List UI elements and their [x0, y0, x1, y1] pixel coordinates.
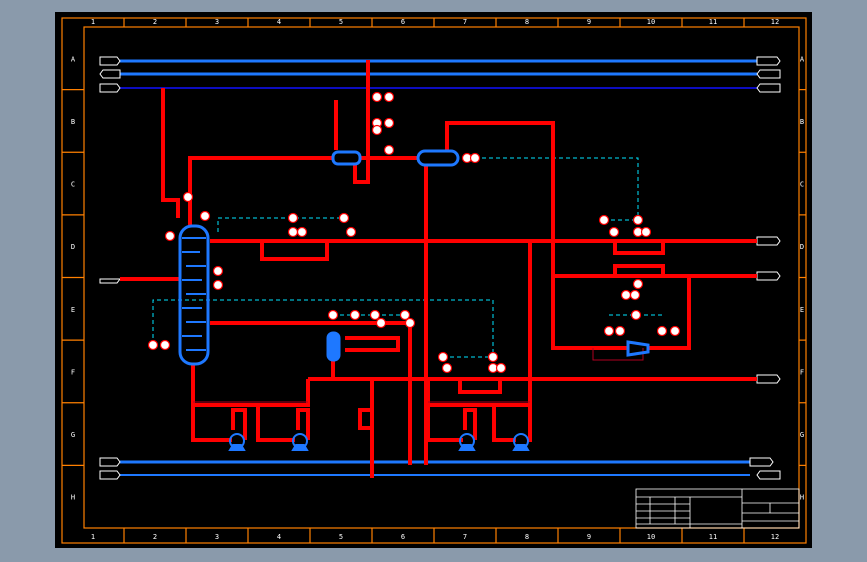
instrument-bubble[interactable] — [632, 214, 644, 226]
grid-column-label: 7 — [463, 18, 467, 26]
grid-column-label: 11 — [709, 18, 717, 26]
grid-column-label: 1 — [91, 18, 95, 26]
grid-row-label: F — [71, 368, 75, 376]
title-block — [635, 488, 800, 529]
instrument-bubble[interactable] — [383, 91, 395, 103]
instrument-bubble[interactable] — [147, 339, 159, 351]
grid-row-label: H — [71, 494, 75, 502]
instrument-bubble[interactable] — [383, 117, 395, 129]
instrument-bubble[interactable] — [287, 212, 299, 224]
equipment — [178, 149, 650, 451]
grid-column-label: 12 — [771, 533, 779, 541]
grid-row-label: G — [800, 431, 804, 439]
compressor — [626, 340, 650, 357]
reflux-drum — [416, 149, 460, 167]
grid-column-label: 4 — [277, 18, 281, 26]
instrument-bubble[interactable] — [437, 351, 449, 363]
instrument-bubble[interactable] — [620, 289, 632, 301]
instrument-bubble[interactable] — [614, 325, 626, 337]
grid-column-label: 8 — [525, 18, 529, 26]
grid-column-label: 7 — [463, 533, 467, 541]
instrument-bubble[interactable] — [369, 309, 381, 321]
grid-row-label: E — [71, 306, 75, 314]
grid-row-label: A — [71, 55, 76, 63]
instrument-bubble[interactable] — [182, 191, 194, 203]
instrument-bubble[interactable] — [212, 265, 224, 277]
grid-column-label: 11 — [709, 533, 717, 541]
grid-column-label: 4 — [277, 533, 281, 541]
instrument-bubble[interactable] — [598, 214, 610, 226]
grid-row-label: A — [800, 55, 805, 63]
instrument-bubble[interactable] — [338, 212, 350, 224]
instrument-bubble[interactable] — [608, 226, 620, 238]
grid-column-label: 5 — [339, 533, 343, 541]
grid-row-label: B — [71, 118, 75, 126]
instrument-bubble[interactable] — [603, 325, 615, 337]
grid-row-label: G — [71, 431, 75, 439]
grid-column-label: 3 — [215, 18, 219, 26]
instrument-bubble[interactable] — [487, 351, 499, 363]
grid-row-label: E — [800, 306, 804, 314]
instrument-bubble[interactable] — [212, 279, 224, 291]
distillation-column — [178, 224, 210, 366]
grid-row-label: D — [800, 243, 804, 251]
instrument-bubble[interactable] — [399, 309, 411, 321]
grid-column-label: 1 — [91, 533, 95, 541]
instrument-bubble[interactable] — [296, 226, 308, 238]
process-pipes — [120, 60, 757, 478]
grid-column-label: 9 — [587, 533, 591, 541]
grid-column-label: 6 — [401, 18, 405, 26]
instrument-bubble[interactable] — [383, 144, 395, 156]
grid-column-label: 2 — [153, 18, 157, 26]
grid-column-label: 10 — [647, 18, 655, 26]
instrument-bubble[interactable] — [669, 325, 681, 337]
grid-row-label: F — [800, 368, 804, 376]
instrument-bubble[interactable] — [345, 226, 357, 238]
control-signals — [152, 157, 662, 358]
grid-column-label: 8 — [525, 533, 529, 541]
instrument-bubbles — [147, 91, 681, 374]
drawing-frame — [61, 17, 807, 544]
grid-column-label: 12 — [771, 18, 779, 26]
grid-column-label: 5 — [339, 18, 343, 26]
line-tags — [99, 56, 781, 480]
instrument-bubble[interactable] — [287, 226, 299, 238]
instrument-bubble[interactable] — [404, 317, 416, 329]
instrument-bubble[interactable] — [630, 309, 642, 321]
column-trays — [182, 237, 206, 351]
grid-row-label: H — [800, 494, 804, 502]
grid-column-label: 3 — [215, 533, 219, 541]
instrument-bubble[interactable] — [469, 152, 481, 164]
pumps — [228, 433, 530, 451]
instrument-bubble[interactable] — [349, 309, 361, 321]
grid-row-label: C — [71, 181, 75, 189]
instrument-bubble[interactable] — [199, 210, 211, 222]
grid-column-label: 6 — [401, 533, 405, 541]
instrument-bubble[interactable] — [495, 362, 507, 374]
grid-row-label: D — [71, 243, 75, 251]
instrument-bubble[interactable] — [441, 362, 453, 374]
grid-row-label: B — [800, 118, 804, 126]
instrument-bubble[interactable] — [375, 317, 387, 329]
instrument-bubble[interactable] — [327, 309, 339, 321]
instrument-bubble[interactable] — [371, 91, 383, 103]
instrument-bubble[interactable] — [656, 325, 668, 337]
grid-column-label: 2 — [153, 533, 157, 541]
grid-column-label: 9 — [587, 18, 591, 26]
instrument-bubble[interactable] — [640, 226, 652, 238]
grid-row-label: C — [800, 181, 804, 189]
side-vessel — [326, 331, 341, 362]
instrument-bubble[interactable] — [371, 124, 383, 136]
instrument-bubble[interactable] — [632, 278, 644, 290]
grid-column-label: 10 — [647, 533, 655, 541]
instrument-bubble[interactable] — [629, 289, 641, 301]
instrument-bubble[interactable] — [164, 230, 176, 242]
condenser — [331, 150, 362, 166]
utility-headers — [120, 59, 757, 476]
instrument-bubble[interactable] — [159, 339, 171, 351]
